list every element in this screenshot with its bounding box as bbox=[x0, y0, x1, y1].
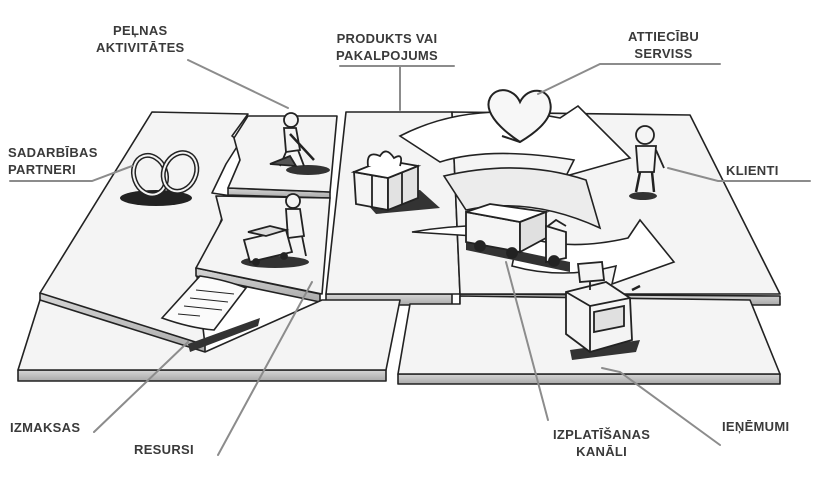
label-key-activities: PEĻNAS AKTIVITĀTES bbox=[96, 23, 185, 55]
label-revenue-streams: IEŅĒMUMI bbox=[722, 419, 790, 434]
label-key-resources: RESURSI bbox=[134, 442, 194, 457]
leader-customer-relationships bbox=[537, 63, 721, 95]
truck-icon bbox=[465, 203, 570, 272]
label-cost-structure: IZMAKSAS bbox=[10, 420, 81, 435]
document-icon bbox=[160, 275, 260, 352]
gift-box-icon bbox=[350, 150, 440, 214]
heart-icon bbox=[487, 89, 552, 144]
leader-key-activities bbox=[187, 59, 289, 109]
worker-icon bbox=[269, 112, 330, 175]
leader-value-proposition bbox=[339, 65, 455, 111]
leader-resources bbox=[217, 281, 313, 456]
leader-customers bbox=[667, 167, 811, 182]
leader-key-partners bbox=[9, 165, 133, 182]
board bbox=[17, 111, 781, 385]
leader-revenue bbox=[601, 367, 721, 446]
customer-person-icon bbox=[629, 125, 665, 200]
person-cart-icon bbox=[241, 193, 309, 268]
cash-register-icon bbox=[565, 261, 641, 360]
leader-channels bbox=[505, 261, 549, 421]
label-customer-segments: KLIENTI bbox=[726, 163, 779, 178]
key-activities-block bbox=[227, 115, 338, 199]
rings-icon bbox=[120, 150, 200, 206]
leader-lines bbox=[9, 59, 811, 456]
label-value-proposition: PRODUKTS VAI PAKALPOJUMS bbox=[336, 31, 439, 63]
leader-cost-structure bbox=[93, 341, 189, 433]
label-customer-relationships: ATTIECĪBU SERVISS bbox=[628, 29, 700, 61]
label-channels: IZPLATĪŠANAS KANĀLI bbox=[553, 427, 651, 459]
label-key-partners: SADARBĪBAS PARTNERI bbox=[8, 145, 98, 177]
